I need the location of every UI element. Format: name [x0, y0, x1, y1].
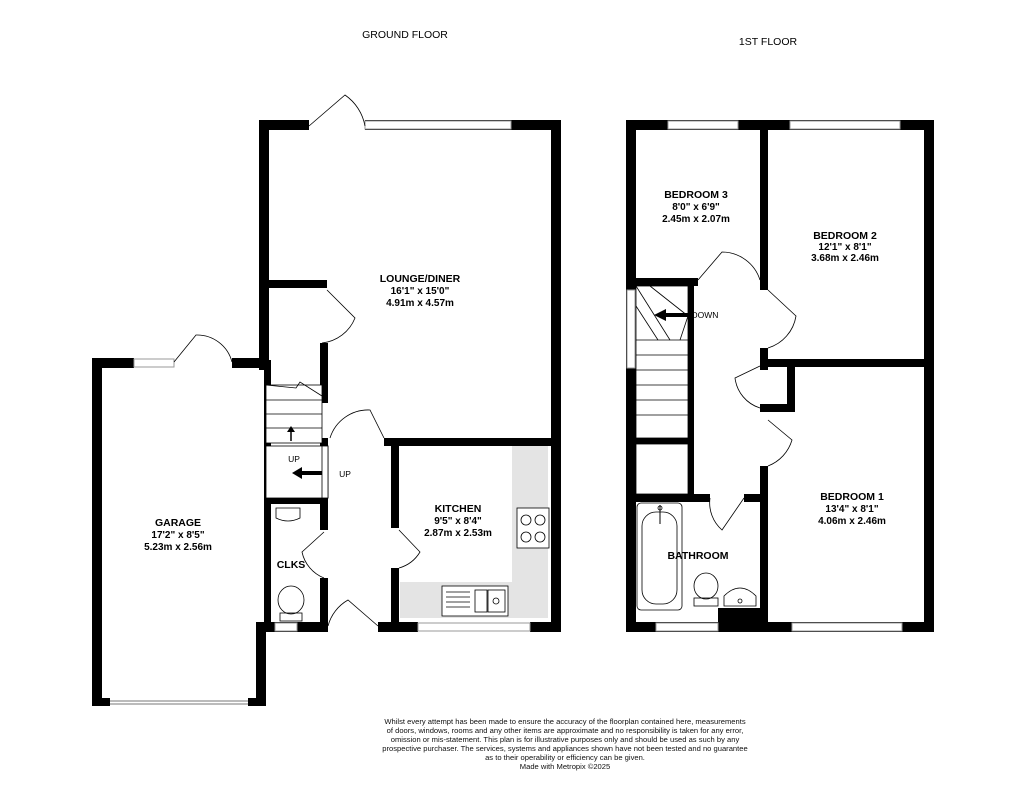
stairs-down-label: DOWN — [692, 310, 719, 320]
lounge-label: LOUNGE/DINER 16'1" x 15'0" 4.91m x 4.57m — [380, 273, 461, 309]
bath-toilet-icon — [693, 572, 719, 600]
metropix-credit: Made with Metropix ©2025 — [519, 762, 611, 771]
kitchen-fittings — [441, 507, 550, 617]
svg-text:4.91m x 4.57m: 4.91m x 4.57m — [386, 298, 454, 309]
svg-text:LOUNGE/DINER: LOUNGE/DINER — [380, 273, 461, 285]
disclaimer-line: as to their operability or efficiency ca… — [485, 753, 645, 762]
first-floor-plan: 1ST FLOOR — [626, 36, 934, 632]
svg-text:KITCHEN: KITCHEN — [435, 503, 482, 515]
svg-text:2.45m x 2.07m: 2.45m x 2.07m — [662, 214, 730, 225]
bathtub-icon — [636, 502, 683, 611]
svg-text:17'2" x 8'5": 17'2" x 8'5" — [151, 530, 204, 541]
stairs-up-label-upper: UP — [288, 454, 300, 464]
disclaimer: Whilst every attempt has been made to en… — [360, 717, 770, 771]
first-stairs — [635, 285, 689, 495]
ground-stairs — [265, 381, 329, 499]
disclaimer-line: Whilst every attempt has been made to en… — [384, 717, 746, 726]
bedroom2-label: BEDROOM 2 12'1" x 8'1" 3.68m x 2.46m — [811, 230, 879, 264]
svg-text:12'1" x 8'1": 12'1" x 8'1" — [818, 242, 871, 253]
svg-text:16'1" x 15'0": 16'1" x 15'0" — [391, 286, 450, 297]
kitchen-label: KITCHEN 9'5" x 8'4" 2.87m x 2.53m — [424, 503, 492, 539]
svg-text:BEDROOM 2: BEDROOM 2 — [813, 230, 877, 242]
bathroom-fittings — [636, 502, 757, 611]
first-walls — [626, 120, 934, 632]
first-floor-title: 1ST FLOOR — [739, 36, 798, 48]
disclaimer-line: omission or mis-statement. This plan is … — [390, 735, 740, 744]
svg-text:BEDROOM 1: BEDROOM 1 — [820, 491, 884, 503]
ground-walls — [92, 120, 561, 706]
svg-text:3.68m x 2.46m: 3.68m x 2.46m — [811, 253, 879, 264]
kitchen-floor — [400, 444, 512, 582]
disclaimer-line: prospective purchaser. The services, sys… — [382, 744, 748, 753]
svg-text:2.87m x 2.53m: 2.87m x 2.53m — [424, 528, 492, 539]
bedroom3-label: BEDROOM 3 8'0" x 6'9" 2.45m x 2.07m — [662, 189, 730, 225]
stairs-up-label-lower: UP — [339, 469, 351, 479]
svg-text:GARAGE: GARAGE — [155, 517, 201, 529]
basin-icon — [275, 507, 301, 522]
bathroom-label: BATHROOM — [667, 550, 728, 562]
ground-doors — [173, 94, 421, 627]
toilet-icon — [277, 585, 305, 615]
svg-text:8'0" x 6'9": 8'0" x 6'9" — [672, 202, 720, 213]
clks-label: CLKS — [277, 559, 306, 571]
garage-label: GARAGE 17'2" x 8'5" 5.23m x 2.56m — [144, 517, 212, 553]
bath-basin-icon — [723, 587, 757, 607]
svg-text:9'5" x 8'4": 9'5" x 8'4" — [434, 516, 482, 527]
ground-floor-plan: GROUND FLOOR — [92, 29, 561, 706]
svg-text:BEDROOM 3: BEDROOM 3 — [664, 189, 728, 201]
svg-text:13'4" x 8'1": 13'4" x 8'1" — [825, 504, 878, 515]
hob — [516, 507, 550, 549]
bedroom1-label: BEDROOM 1 13'4" x 8'1" 4.06m x 2.46m — [818, 491, 886, 527]
clks-fittings — [275, 507, 305, 622]
ground-windows — [110, 120, 531, 705]
first-doors — [697, 251, 797, 531]
svg-text:4.06m x 2.46m: 4.06m x 2.46m — [818, 516, 886, 527]
svg-text:5.23m x 2.56m: 5.23m x 2.56m — [144, 542, 212, 553]
ground-floor-title: GROUND FLOOR — [362, 29, 448, 41]
first-windows — [626, 120, 903, 632]
disclaimer-line: of doors, windows, rooms and any other i… — [386, 726, 744, 735]
